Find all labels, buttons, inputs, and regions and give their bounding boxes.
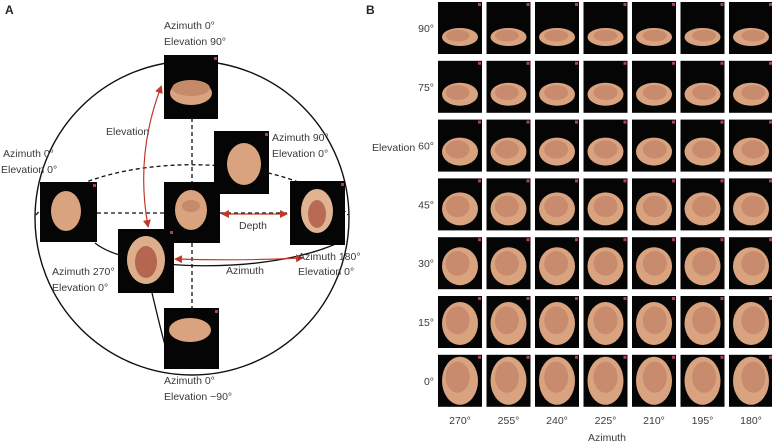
thumbnail-tile bbox=[680, 296, 725, 348]
azimuth-labels: 270° 255° 240° 225° 210° 195° 180° bbox=[449, 415, 762, 427]
thumbnail-tile bbox=[438, 2, 482, 54]
label-bottom-azimuth: Azimuth 0° bbox=[164, 375, 215, 387]
thumbnail-tile bbox=[632, 296, 676, 348]
panel-b-letter: B bbox=[366, 3, 375, 17]
view-tile-front bbox=[118, 229, 174, 293]
thumbnail-tile bbox=[583, 178, 628, 231]
label-bottom-elevation: Elevation −90° bbox=[164, 391, 232, 403]
thumbnail-tile bbox=[680, 178, 725, 231]
azimuth-label: 255° bbox=[498, 415, 520, 427]
azimuth-label: 210° bbox=[643, 415, 665, 427]
view-tile-top bbox=[164, 55, 218, 119]
thumbnail-tile bbox=[486, 178, 531, 231]
thumbnail-tile bbox=[729, 354, 772, 407]
label-elevation-arrow: Elevation bbox=[106, 126, 149, 138]
thumbnail-tile bbox=[632, 119, 676, 172]
thumbnail-grid bbox=[438, 2, 772, 407]
elevation-label: 30° bbox=[418, 258, 434, 270]
thumbnail-tile bbox=[438, 237, 482, 290]
thumbnail-tile bbox=[632, 2, 676, 54]
thumbnail-tile bbox=[535, 237, 579, 290]
thumbnail-tile bbox=[729, 296, 772, 348]
thumbnail-tile bbox=[583, 2, 628, 54]
azimuth-label: 180° bbox=[740, 415, 762, 427]
azimuth-label: 225° bbox=[595, 415, 617, 427]
label-back-elevation: Elevation 0° bbox=[272, 148, 328, 160]
label-top-elevation: Elevation 90° bbox=[164, 36, 226, 48]
label-front-elevation: Elevation 0° bbox=[52, 282, 108, 294]
label-left-elevation: Elevation 0° bbox=[1, 164, 57, 176]
thumbnail-tile bbox=[583, 119, 628, 172]
thumbnail-tile bbox=[583, 237, 628, 290]
thumbnail-tile bbox=[583, 296, 628, 348]
thumbnail-tile bbox=[535, 119, 579, 172]
label-front-azimuth: Azimuth 270° bbox=[52, 266, 115, 278]
label-top-azimuth: Azimuth 0° bbox=[164, 20, 215, 32]
label-depth-arrow: Depth bbox=[239, 220, 267, 232]
thumbnail-tile bbox=[729, 178, 772, 231]
thumbnail-tile bbox=[438, 296, 482, 348]
thumbnail-tile bbox=[486, 119, 531, 172]
thumbnail-tile bbox=[438, 354, 482, 407]
label-back-azimuth: Azimuth 90° bbox=[272, 132, 329, 144]
thumbnail-tile bbox=[486, 296, 531, 348]
elevation-label: 15° bbox=[418, 317, 434, 329]
elevation-label: 75° bbox=[418, 82, 434, 94]
elevation-label: 45° bbox=[418, 199, 434, 211]
elevation-label: 60° bbox=[418, 141, 434, 153]
bottom-arc bbox=[151, 292, 166, 346]
azimuth-axis-title: Azimuth bbox=[588, 432, 626, 444]
view-tile-right bbox=[290, 181, 345, 245]
elevation-labels: 90° 75° 60° 45° 30° 15° 0° bbox=[418, 23, 434, 388]
thumbnail-tile bbox=[680, 354, 725, 407]
thumbnail-tile bbox=[583, 60, 628, 113]
view-tile-back bbox=[214, 131, 269, 194]
panel-a: A bbox=[1, 3, 361, 403]
thumbnail-tile bbox=[632, 178, 676, 231]
thumbnail-tile bbox=[632, 60, 676, 113]
thumbnail-tile bbox=[729, 237, 772, 290]
thumbnail-tile bbox=[680, 60, 725, 113]
azimuth-label: 240° bbox=[546, 415, 568, 427]
thumbnail-tile bbox=[535, 296, 579, 348]
thumbnail-tile bbox=[680, 237, 725, 290]
thumbnail-tile bbox=[438, 178, 482, 231]
thumbnail-tile bbox=[729, 119, 772, 172]
thumbnail-tile bbox=[535, 60, 579, 113]
thumbnail-tile bbox=[486, 237, 531, 290]
elevation-axis-title: Elevation bbox=[372, 142, 415, 154]
thumbnail-tile bbox=[583, 354, 628, 407]
thumbnail-tile bbox=[486, 354, 531, 407]
thumbnail-tile bbox=[680, 2, 725, 54]
label-azimuth-arrow: Azimuth bbox=[226, 265, 264, 277]
thumbnail-tile bbox=[486, 2, 531, 54]
thumbnail-tile bbox=[729, 2, 772, 54]
azimuth-label: 270° bbox=[449, 415, 471, 427]
panel-b: B Elevation Azimuth 90° 75° 60° 45° 30° 15° 0°… bbox=[366, 2, 772, 444]
equator-front bbox=[94, 241, 341, 267]
thumbnail-tile bbox=[632, 354, 676, 407]
view-tile-left bbox=[40, 182, 97, 242]
label-left-azimuth: Azimuth 0° bbox=[3, 148, 54, 160]
view-tile-bottom bbox=[164, 308, 219, 369]
thumbnail-tile bbox=[632, 237, 676, 290]
azimuth-label: 195° bbox=[692, 415, 714, 427]
thumbnail-tile bbox=[680, 119, 725, 172]
thumbnail-tile bbox=[438, 60, 482, 113]
label-right-elevation: Elevation 0° bbox=[298, 266, 354, 278]
label-right-azimuth: Azimuth 180° bbox=[298, 251, 361, 263]
thumbnail-tile bbox=[535, 178, 579, 231]
thumbnail-tile bbox=[535, 2, 579, 54]
thumbnail-tile bbox=[729, 60, 772, 113]
thumbnail-tile bbox=[535, 354, 579, 407]
thumbnail-tile bbox=[486, 60, 531, 113]
panel-a-letter: A bbox=[5, 3, 14, 17]
azimuth-arrow bbox=[174, 254, 304, 264]
elevation-label: 90° bbox=[418, 23, 434, 35]
elevation-label: 0° bbox=[424, 376, 434, 388]
elevation-arrow bbox=[142, 85, 163, 228]
thumbnail-tile bbox=[438, 119, 482, 172]
